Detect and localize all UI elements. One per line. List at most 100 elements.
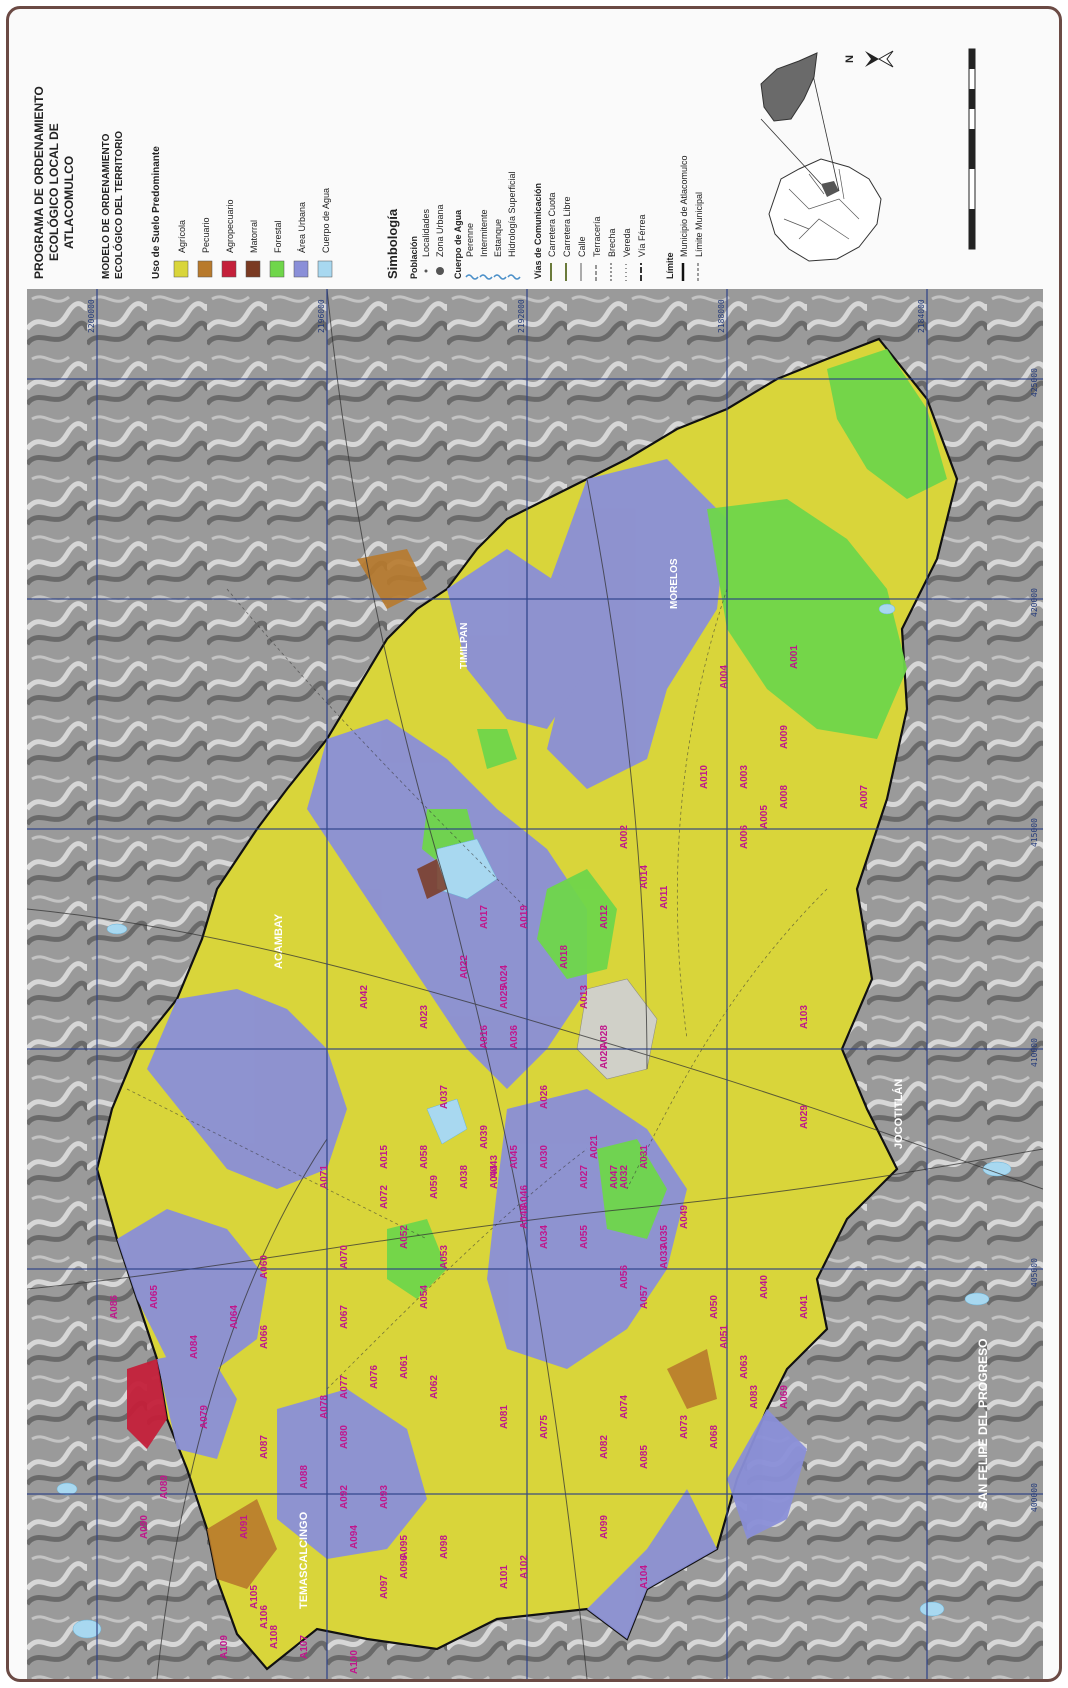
unit-label: A060 [259, 1255, 270, 1279]
matorral-areas [417, 859, 447, 899]
unit-label: A023 [419, 1005, 430, 1029]
unit-label: A002 [619, 825, 630, 849]
unit-label: A100 [349, 1650, 360, 1674]
neighbor-label: ACAMBAY [273, 913, 285, 969]
unit-label: A106 [259, 1605, 270, 1629]
unit-label: A032 [619, 1165, 630, 1189]
unit-label: A063 [739, 1355, 750, 1379]
road-item: Terracería [592, 216, 602, 257]
unit-label: A104 [639, 1565, 650, 1589]
unit-label: A092 [339, 1485, 350, 1509]
svg-text:N: N [844, 55, 856, 63]
easting-label: 425000 [1030, 368, 1039, 397]
inset-leader-line-1 [760, 118, 822, 185]
map-frame: PROGRAMA DE ORDENAMIENTO ECOLÓGICO LOCAL… [6, 6, 1062, 1682]
unit-label: A061 [399, 1355, 410, 1379]
urban-areas [117, 459, 807, 1639]
water-symbol-icon [479, 274, 493, 280]
unit-label: A093 [379, 1485, 390, 1509]
unit-label: A028 [599, 1025, 610, 1049]
roads-heading: Vías de Comunicación [533, 183, 543, 279]
unit-label: A030 [539, 1145, 550, 1169]
inset-leader-line-2 [808, 56, 840, 192]
unit-label: A065 [149, 1285, 160, 1309]
unit-label: A003 [739, 765, 750, 789]
unit-label: A059 [429, 1175, 440, 1199]
easting-label: 415000 [1030, 818, 1039, 847]
unit-label: A009 [779, 725, 790, 749]
unit-label: A068 [709, 1425, 720, 1449]
unit-label: A019 [519, 905, 530, 929]
land-use-swatch [221, 260, 237, 278]
urban-zone-icon [436, 267, 444, 275]
easting-label: 410000 [1030, 1038, 1039, 1067]
unit-label: A024 [499, 965, 510, 989]
unit-label: A090 [139, 1515, 150, 1539]
unit-label: A105 [249, 1585, 260, 1609]
northing-label: 2184000 [917, 299, 926, 333]
subtitle-line-2: ECOLÓGICO DEL TERRITORIO [112, 131, 125, 279]
easting-label: 400000 [1030, 1483, 1039, 1512]
population-item: Zona Urbana [435, 204, 445, 257]
neighbor-label: SAN FELIPE DEL PROGRESO [976, 1339, 990, 1509]
road-item: Vía Férrea [637, 214, 647, 257]
land-use-label: Área Urbana [297, 202, 307, 253]
unit-label: A071 [319, 1165, 330, 1189]
unit-label: A052 [399, 1225, 410, 1249]
unit-label: A087 [259, 1435, 270, 1459]
road-item: Carretera Cuota [547, 192, 557, 257]
land-use-label: Agrícola [177, 220, 187, 253]
subtitle-line-1: MODELO DE ORDENAMIENTO [101, 133, 112, 279]
unit-label: A082 [599, 1435, 610, 1459]
north-arrow-icon: N [844, 50, 894, 68]
unit-label: A010 [699, 765, 710, 789]
municipality-highlight [821, 181, 839, 197]
unit-label: A096 [399, 1555, 410, 1579]
neighbor-label: TIMILPAN [459, 623, 470, 669]
unit-label: A049 [679, 1205, 690, 1229]
unit-label: A048 [519, 1205, 530, 1229]
unit-labels: A001A002A003A004A005A006A007A008A009A010… [109, 645, 870, 1674]
water-symbol-icon [493, 274, 507, 280]
state-outline [768, 158, 882, 262]
unit-label: A067 [339, 1305, 350, 1329]
municipal-divisions [783, 168, 860, 240]
unit-label: A012 [599, 905, 610, 929]
northing-label: 2200000 [87, 299, 96, 333]
unit-label: A046 [519, 1185, 530, 1209]
unit-label: A055 [579, 1225, 590, 1249]
unit-label: A021 [589, 1135, 600, 1159]
unit-label: A079 [199, 1405, 210, 1429]
unit-label: A045 [509, 1145, 520, 1169]
neighbor-label: JOCOTITLÁN [892, 1079, 905, 1149]
title-line-1: PROGRAMA DE ORDENAMIENTO [32, 86, 46, 279]
water-item: Intermitente [479, 209, 489, 257]
map-subtitle: MODELO DE ORDENAMIENTO ECOLÓGICO DEL TER… [101, 131, 125, 279]
unit-label: A080 [339, 1425, 350, 1449]
unit-label: A027 [579, 1165, 590, 1189]
land-use-swatch [173, 260, 189, 278]
forest-areas [387, 349, 947, 1299]
unit-label: A075 [539, 1415, 550, 1439]
unit-label: A017 [479, 905, 490, 929]
easting-label: 420000 [1030, 588, 1039, 617]
title-line-2: ECOLÓGICO LOCAL DE [46, 123, 61, 261]
coordinate-grid [27, 289, 1043, 1679]
unit-label: A044 [489, 1165, 500, 1189]
water-heading: Cuerpo de Agua [453, 209, 463, 279]
unit-label: A036 [509, 1025, 520, 1049]
scale-bar [968, 48, 976, 250]
population-heading: Población [409, 236, 419, 279]
unit-label: A001 [789, 645, 800, 669]
land-use-swatch [245, 260, 261, 278]
unit-label: A041 [799, 1295, 810, 1319]
northing-label: 2192000 [517, 299, 526, 333]
land-use-swatch [293, 260, 309, 278]
symbology-heading: Simbología [385, 208, 400, 279]
